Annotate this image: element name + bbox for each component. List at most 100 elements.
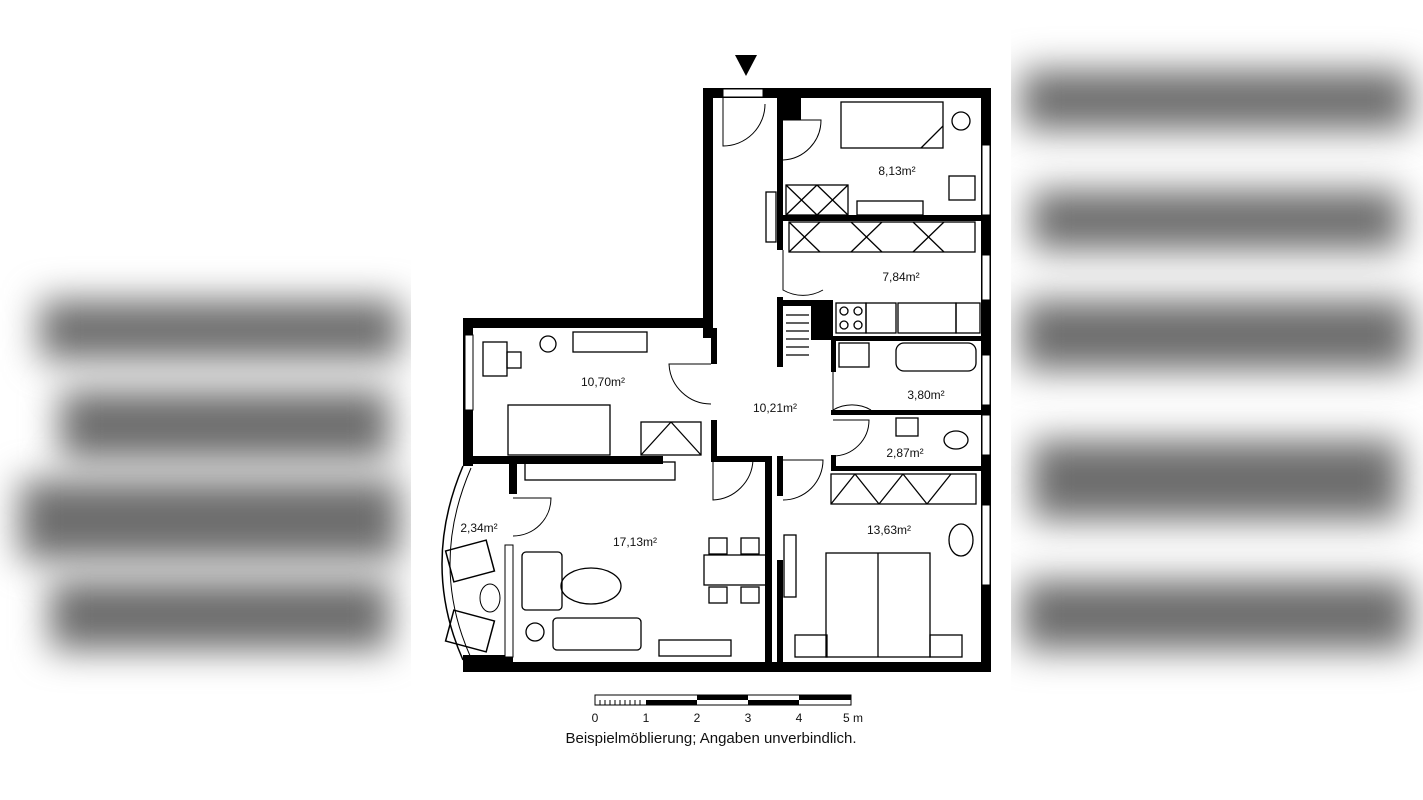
blur-shape [40, 300, 400, 360]
burner [839, 306, 849, 316]
cabinet-detail [850, 221, 883, 253]
wardrobe-detail [640, 421, 672, 456]
stairs [786, 314, 809, 356]
window [981, 144, 991, 216]
balcony-table [479, 583, 501, 613]
wardrobe [830, 473, 977, 505]
scale-label: 0 [592, 711, 599, 725]
window [464, 334, 474, 411]
nightstand [929, 634, 963, 658]
wall-living-left [509, 462, 517, 494]
room-area-label: 10,70m² [581, 375, 625, 389]
furniture-room-b [786, 221, 981, 356]
wall-room-c-bottom [463, 456, 663, 464]
room-area-label: 8,13m² [878, 164, 915, 178]
door-wc [832, 419, 870, 457]
balcony-door [504, 544, 514, 658]
balcony-railing-inner [449, 467, 472, 659]
wall-top [703, 88, 991, 98]
blur-shape [1031, 190, 1401, 250]
door-room-a [782, 119, 822, 161]
wc-basin [895, 417, 919, 437]
wall-bath-left [831, 336, 836, 372]
wardrobe-detail [785, 184, 818, 216]
wall-room-a-left [777, 120, 783, 250]
sink [897, 302, 957, 334]
burner [839, 320, 849, 330]
wardrobe [785, 184, 849, 216]
scale-label: 3 [745, 711, 752, 725]
balcony [441, 465, 514, 661]
bed [507, 404, 611, 456]
doors [512, 98, 872, 537]
scale-segment [748, 700, 799, 705]
blurred-background-right [1011, 0, 1423, 800]
plant-icon [539, 335, 557, 353]
bathtub [895, 342, 977, 372]
chair [948, 175, 976, 201]
window [981, 354, 991, 406]
wall-upper-left [703, 88, 713, 338]
cabinet-row [788, 221, 976, 253]
scale-bar: 0 1 2 3 4 5 m [592, 694, 863, 725]
wall-column [777, 98, 801, 120]
burner [853, 320, 863, 330]
door-room-b [782, 250, 824, 296]
wardrobe-detail [816, 184, 849, 216]
toilet [943, 430, 969, 450]
room-area-label: 3,80m² [907, 388, 944, 402]
wall-living-right [765, 456, 772, 666]
scale-label: 1 [643, 711, 650, 725]
furniture-bath [838, 342, 977, 450]
door-balcony [512, 497, 552, 537]
disclaimer-caption: Beispielmöblierung; Angaben unverbindlic… [565, 730, 857, 747]
tv-stand [658, 639, 732, 657]
blur-shape [1021, 300, 1411, 370]
scale-label: 4 [796, 711, 803, 725]
wardrobe-detail [854, 473, 880, 505]
counter [955, 302, 981, 334]
blur-shape [20, 480, 400, 560]
window [722, 88, 764, 98]
door-room-c [668, 363, 712, 405]
wall-step [463, 318, 713, 328]
wall-room-b-top [777, 215, 983, 221]
chair [506, 351, 522, 369]
coffee-table [560, 567, 622, 605]
armchair [521, 551, 563, 611]
room-area-label: 10,21m² [753, 401, 797, 415]
bed [840, 101, 944, 149]
entrance-arrow-icon [735, 55, 757, 76]
furniture-bedroom [783, 473, 977, 658]
blur-shape [1031, 440, 1401, 520]
dining-table [703, 554, 767, 586]
counter [865, 302, 897, 334]
wall-wc-bottom [831, 466, 983, 471]
wardrobe-detail [878, 473, 904, 505]
wall-room-b-left [777, 297, 783, 367]
wall-bath-top [831, 336, 983, 341]
room-labels: 8,13m² 7,84m² 10,70m² 10,21m² 3,80m² 2,8… [460, 164, 944, 549]
wall-bedroom-left-lower [777, 560, 783, 666]
window [981, 254, 991, 301]
vanity-table [948, 523, 974, 557]
balcony-chair [444, 609, 496, 653]
door-bedroom [782, 459, 824, 501]
plant-icon [951, 111, 971, 131]
cabinet-detail [788, 221, 821, 253]
room-area-label: 7,84m² [882, 270, 919, 284]
door-living [712, 459, 754, 501]
wardrobe-detail [926, 473, 952, 505]
blur-shape [1021, 580, 1411, 650]
scale-segment [646, 700, 697, 705]
wardrobe-detail [830, 473, 856, 505]
wall-kitchen-ledge [777, 300, 833, 306]
wardrobe-detail [670, 421, 702, 456]
chair [740, 537, 760, 555]
room-area-label: 2,34m² [460, 521, 497, 535]
chair [708, 537, 728, 555]
floor-plan: 8,13m² 7,84m² 10,70m² 10,21m² 3,80m² 2,8… [441, 55, 991, 725]
washbasin [838, 342, 870, 368]
room-area-label: 13,63m² [867, 523, 911, 537]
window [981, 504, 991, 586]
